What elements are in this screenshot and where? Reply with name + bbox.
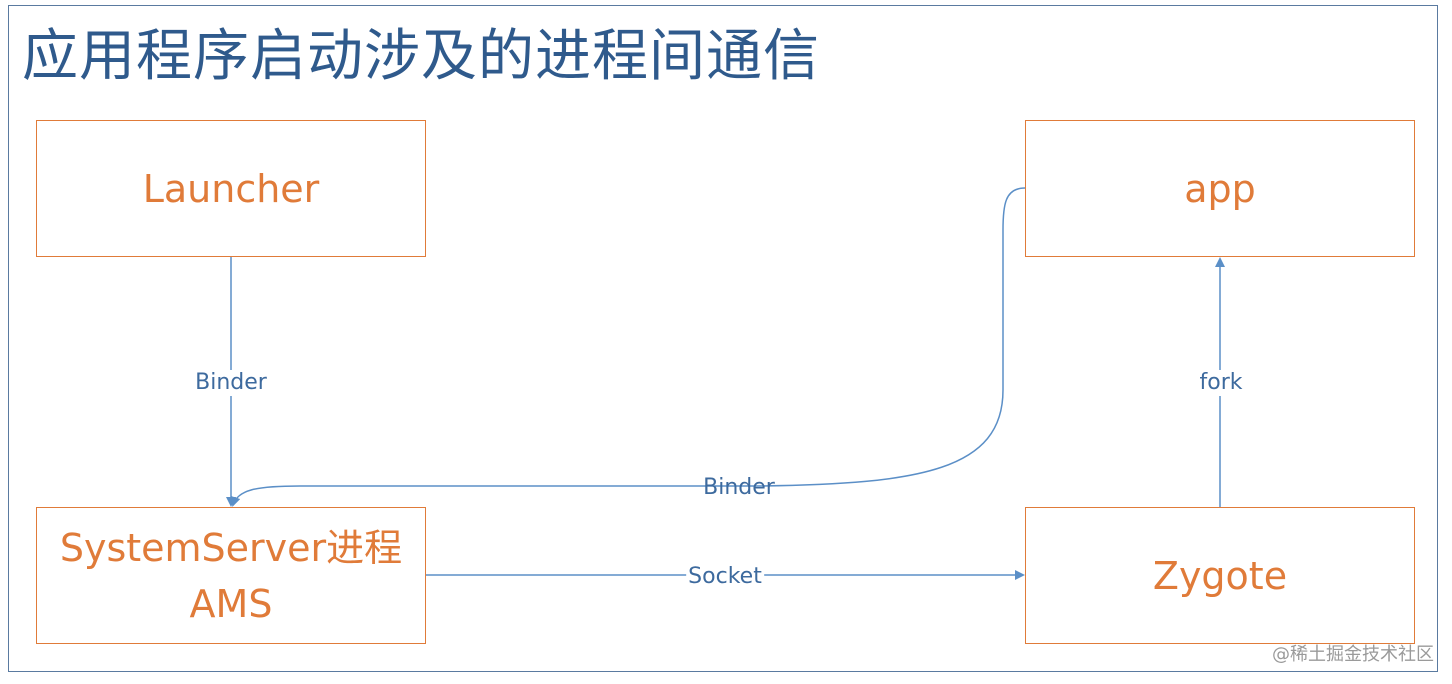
zygote-label: Zygote [1152,553,1288,598]
edge-label-socket: Socket [686,564,764,590]
edge-app-to-ams [230,187,1026,507]
launcher-process-box: Launcher [36,120,426,257]
edge-label-fork: fork [1197,370,1245,396]
diagram-title: 应用程序启动涉及的进程间通信 [22,24,820,89]
system-server-label: SystemServer进程 [59,525,403,570]
launcher-label: Launcher [142,166,320,211]
edge-label-launcher-binder: Binder [193,370,269,396]
zygote-process-box: Zygote [1025,507,1415,644]
watermark: @稀土掘金技术社区 [1272,644,1434,665]
system-server-process-box: SystemServer进程 AMS [36,507,426,644]
ams-label: AMS [189,581,273,626]
diagram-frame [8,5,1438,672]
app-process-box: app [1025,120,1415,257]
edge-label-app-binder: Binder [703,475,775,500]
app-label: app [1184,166,1256,211]
